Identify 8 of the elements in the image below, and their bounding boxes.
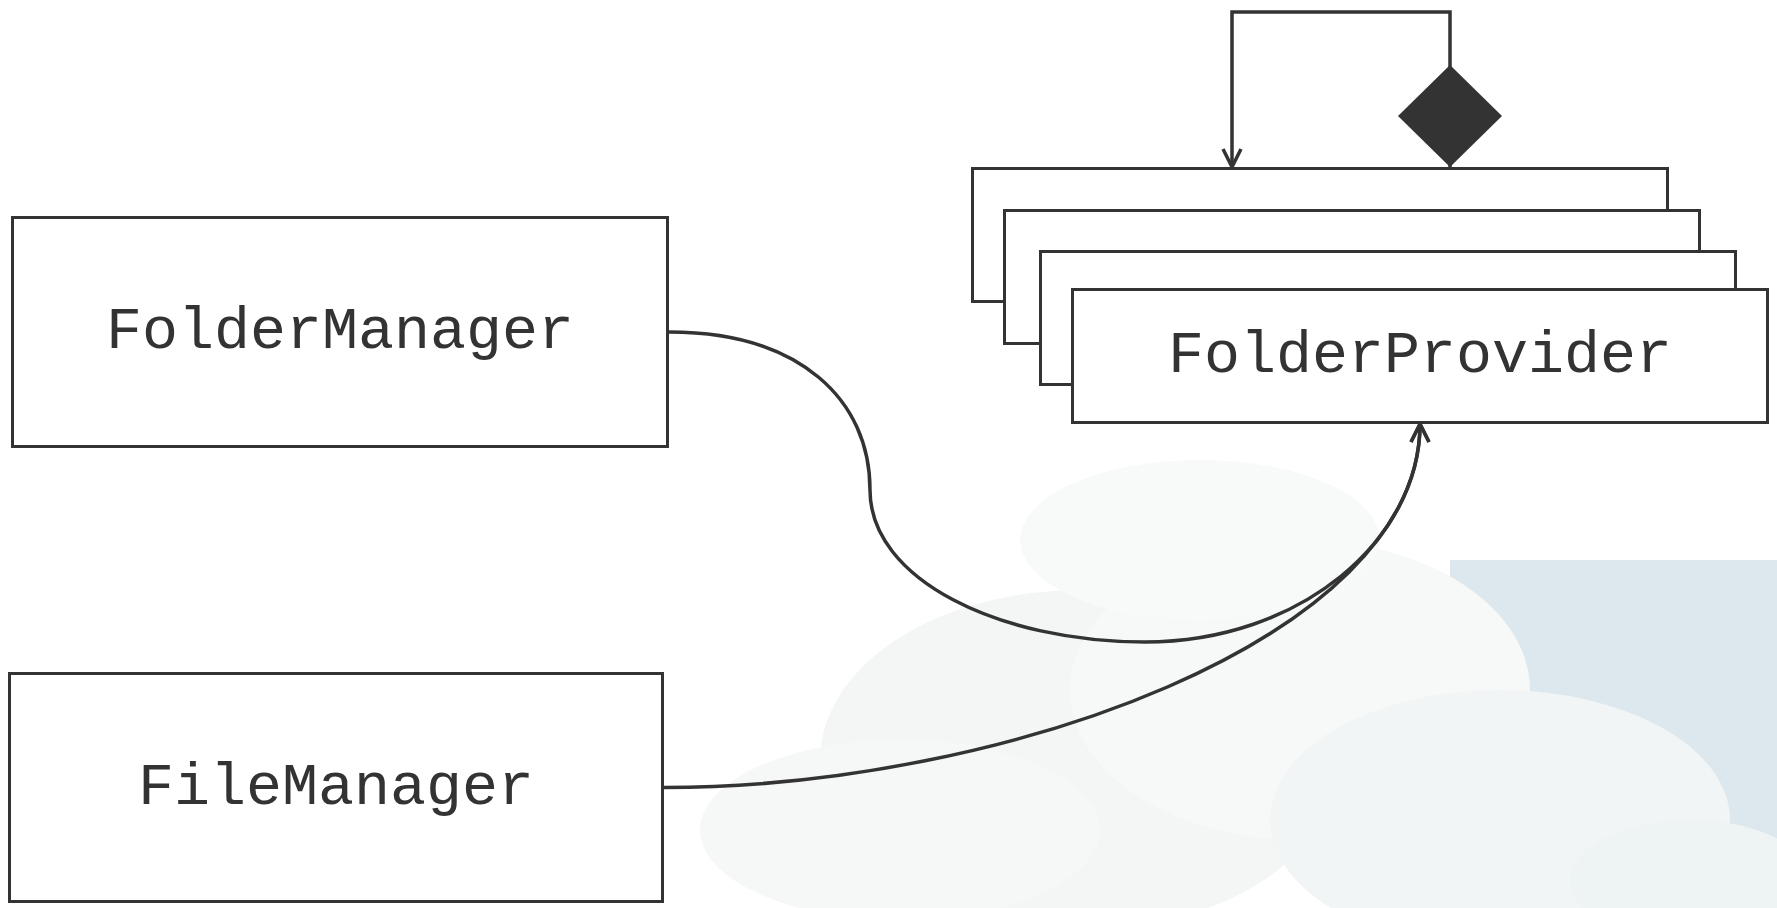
class-name: FileManager bbox=[137, 753, 535, 822]
class-box bbox=[8, 672, 664, 903]
association-arrow bbox=[663, 422, 1428, 790]
composition-arrow bbox=[1221, 10, 1502, 169]
class-name: FolderManager bbox=[105, 298, 575, 366]
stacked-class-box bbox=[971, 167, 1769, 424]
class-box bbox=[11, 216, 669, 448]
class-name: FolderProvider bbox=[1167, 322, 1673, 390]
